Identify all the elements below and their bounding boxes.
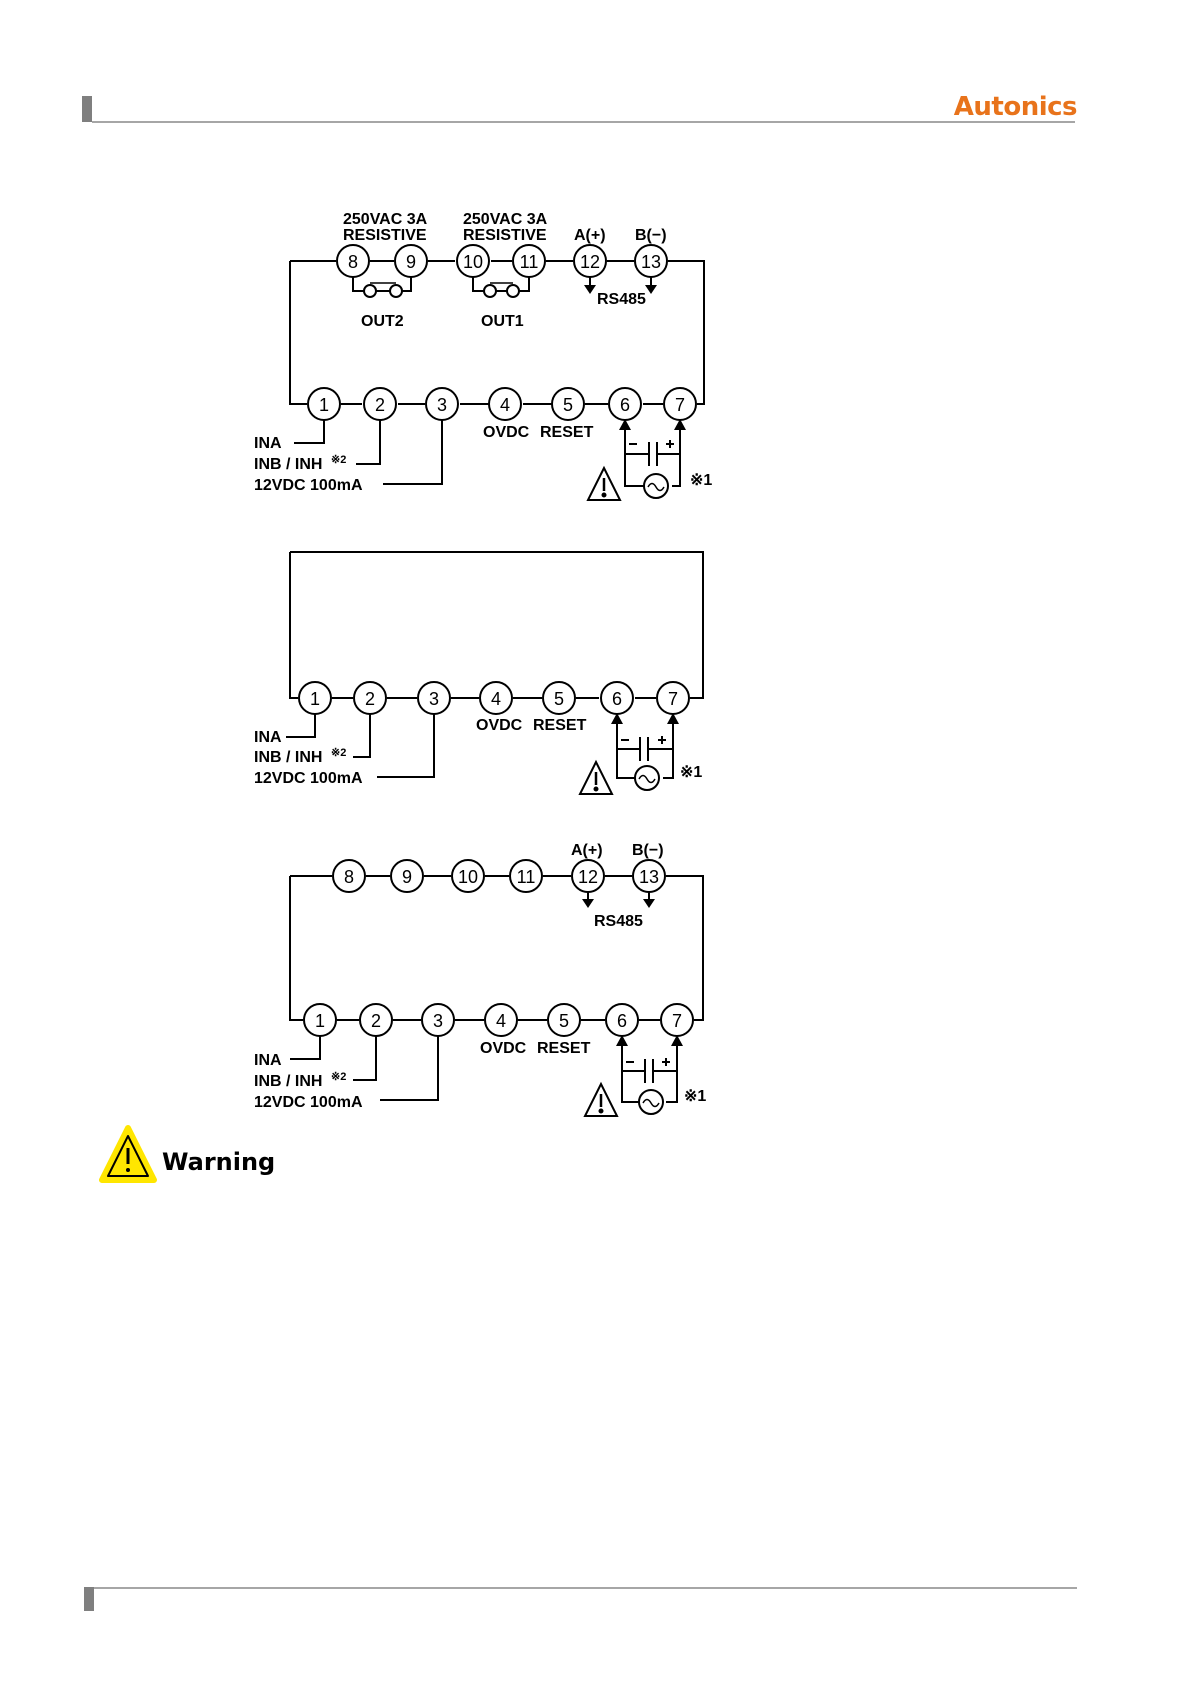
out1-label: OUT1: [481, 313, 524, 330]
terminal-5-label: 5: [563, 395, 573, 415]
terminal-4-label: 4: [500, 395, 510, 415]
terminal-6-label: 6: [620, 395, 630, 415]
terminal-10-label: 10: [458, 867, 478, 887]
terminal-9-label: 9: [406, 252, 416, 272]
out1-rating-line1: 250VAC 3A: [463, 211, 548, 228]
terminal-5: [547, 1003, 581, 1037]
terminal-12-label: 12: [578, 867, 598, 887]
diagram-b: [286, 551, 704, 795]
ovdc-label: OVDC: [483, 424, 530, 441]
rs485-label: RS485: [594, 913, 643, 930]
terminal-8-label: 8: [344, 867, 354, 887]
terminal-8-label: 8: [348, 252, 358, 272]
input-power: 12VDC 100mA: [254, 770, 363, 787]
warning-title: Warning: [162, 1148, 276, 1176]
input-ina: INA: [254, 1052, 282, 1069]
reset-label: RESET: [533, 717, 587, 734]
inh-note: ※2: [331, 747, 346, 759]
input-power: 12VDC 100mA: [254, 1094, 363, 1111]
out2-label: OUT2: [361, 313, 404, 330]
rs485-a-label: A(+): [571, 842, 603, 859]
diagram-c-labels: A(+) B(−) RS485 INA INB / INH ※2 12VDC 1…: [254, 842, 706, 1111]
diagram-c: [289, 859, 704, 1117]
terminal-9-label: 9: [402, 867, 412, 887]
ovdc-label: OVDC: [480, 1040, 527, 1057]
input-ina: INA: [254, 729, 282, 746]
terminal-2-label: 2: [371, 1011, 381, 1031]
terminal-4-label: 4: [496, 1011, 506, 1031]
terminal-5: [542, 681, 576, 715]
terminal-11-label: 11: [520, 252, 539, 272]
terminal-13-label: 13: [639, 867, 659, 887]
header-marker: [82, 96, 92, 122]
input-ina: INA: [254, 435, 282, 452]
diagram-a: [289, 244, 705, 501]
terminal-12-label: 12: [580, 252, 600, 272]
input-inb-inh: INB / INH: [254, 749, 322, 766]
diagram-b-labels: INA INB / INH ※2 12VDC 100mA OVDC RESET …: [254, 717, 702, 787]
footer-rule: [94, 1587, 1077, 1589]
terminal-1-label: 1: [310, 689, 320, 709]
terminal-4: [484, 1003, 518, 1037]
terminal-7-label: 7: [672, 1011, 682, 1031]
terminal-2-label: 2: [365, 689, 375, 709]
terminal-5: [551, 387, 585, 421]
terminal-7-label: 7: [675, 395, 685, 415]
terminal-3-label: 3: [437, 395, 447, 415]
ovdc-label: OVDC: [476, 717, 523, 734]
reset-label: RESET: [537, 1040, 591, 1057]
diagram-c-numbers: 8 9 10 11 12 13 1 2 3 4 5 6 7: [315, 867, 682, 1031]
terminal-8: [332, 859, 366, 893]
power-note: ※1: [690, 472, 712, 489]
rs485-a-label: A(+): [574, 227, 606, 244]
input-inb-inh: INB / INH: [254, 1073, 322, 1090]
terminal-11: [509, 859, 543, 893]
input-inb-inh: INB / INH: [254, 456, 322, 473]
terminal-13-label: 13: [641, 252, 661, 272]
terminal-5-label: 5: [554, 689, 564, 709]
rs485-b-label: B(−): [632, 842, 664, 859]
terminal-2-label: 2: [375, 395, 385, 415]
terminal-3-label: 3: [433, 1011, 443, 1031]
inh-note: ※2: [331, 1071, 346, 1083]
out2-rating-line1: 250VAC 3A: [343, 211, 428, 228]
reset-label: RESET: [540, 424, 594, 441]
inh-note: ※2: [331, 454, 346, 466]
footer-marker: [84, 1587, 94, 1611]
header-rule: [92, 121, 1075, 123]
rs485-label: RS485: [597, 291, 646, 308]
terminal-6-label: 6: [617, 1011, 627, 1031]
terminal-10: [451, 859, 485, 893]
terminal-3-label: 3: [429, 689, 439, 709]
terminal-7-label: 7: [668, 689, 678, 709]
terminal-9: [390, 859, 424, 893]
terminal-6-label: 6: [612, 689, 622, 709]
diagram-b-numbers: 1 2 3 4 5 6 7: [310, 689, 678, 709]
warning-triangle-icon: [99, 1125, 157, 1183]
terminal-4-label: 4: [491, 689, 501, 709]
terminal-1-label: 1: [315, 1011, 325, 1031]
terminal-5-label: 5: [559, 1011, 569, 1031]
input-power: 12VDC 100mA: [254, 477, 363, 494]
diagram-a-labels: 250VAC 3A RESISTIVE 250VAC 3A RESISTIVE …: [254, 211, 712, 494]
brand-logo: Autonics: [953, 92, 1078, 122]
terminal-4: [488, 387, 522, 421]
diagram-a-numbers: 8 9 10 11 12 13 1 2 3 4 5 6 7: [319, 252, 685, 415]
out2-rating-line2: RESISTIVE: [343, 227, 427, 244]
out1-rating-line2: RESISTIVE: [463, 227, 547, 244]
terminal-4: [479, 681, 513, 715]
terminal-11-label: 11: [517, 867, 536, 887]
rs485-b-label: B(−): [635, 227, 667, 244]
terminal-1-label: 1: [319, 395, 329, 415]
terminal-10-label: 10: [463, 252, 483, 272]
power-note: ※1: [684, 1088, 706, 1105]
power-note: ※1: [680, 764, 702, 781]
